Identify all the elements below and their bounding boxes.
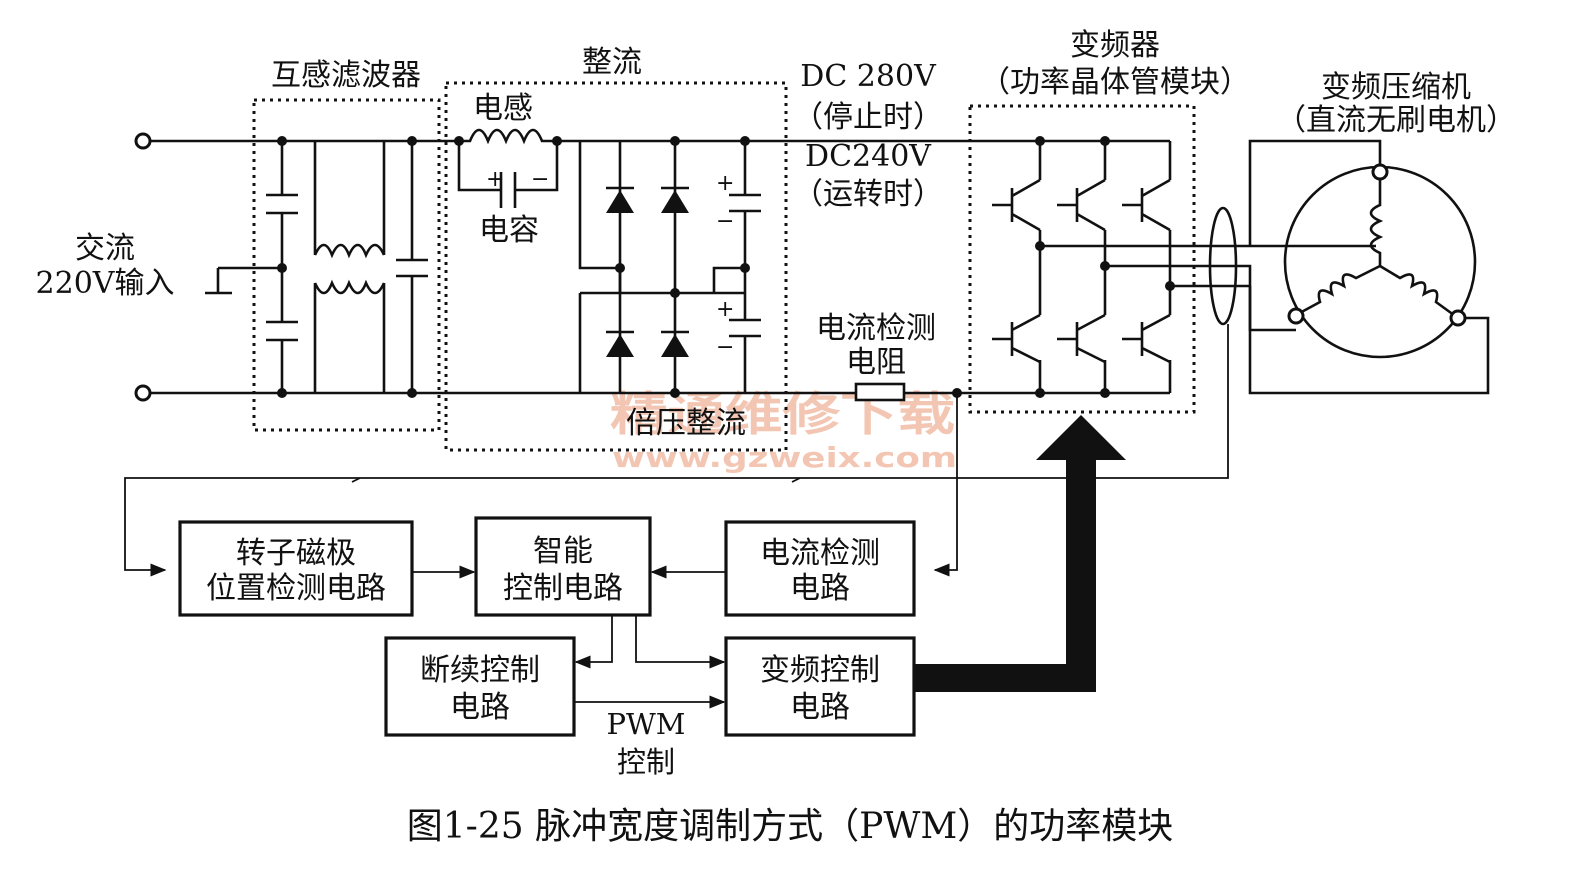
shunt-sense-wire — [933, 393, 958, 577]
dc-run-note: （运转时） — [793, 177, 943, 212]
rotor-position-block — [178, 520, 414, 617]
pwm-label-1: PWM — [606, 707, 685, 741]
inductor-label: 电感 — [473, 91, 533, 126]
svg-text:+: + — [486, 167, 504, 192]
position-sense-wire — [124, 324, 1229, 577]
inverter-outputs — [1040, 244, 1376, 332]
on-off-control-block — [384, 636, 576, 737]
current-shunt: 电流检测 电阻 — [816, 311, 962, 577]
figure-caption: 图1-25 脉冲宽度调制方式（PWM）的功率模块 — [407, 806, 1173, 847]
inverter-label-1: 变频器 — [1070, 28, 1160, 63]
ac-terminal-bottom — [134, 384, 152, 402]
rectifier-label: 整流 — [582, 45, 642, 80]
watermark-url: www.gzweix.com — [612, 441, 957, 474]
mutual-filter: 互感滤波器 — [252, 58, 441, 432]
inverter-dotted-box — [968, 104, 1196, 414]
voltage-doubler-label: 倍压整流 — [626, 406, 746, 441]
power-transistors — [992, 178, 1171, 364]
drive-signal-arrow — [914, 415, 1126, 692]
current-sensor-ring — [1208, 206, 1238, 326]
compressor-label-2: （直流无刷电机） — [1276, 103, 1516, 138]
filter-dotted-box — [252, 98, 441, 432]
rectifier-dotted-box — [444, 81, 788, 452]
inverter-label-2: （功率晶体管模块） — [980, 65, 1250, 100]
choke-winding-bottom — [313, 279, 386, 393]
ground-symbol — [205, 266, 282, 295]
rotor-block-line-2: 位置检测电路 — [206, 571, 386, 606]
svg-text:−: − — [716, 209, 734, 234]
choke-winding-top — [313, 141, 386, 259]
ac-input-label-1: 交流 — [75, 231, 135, 266]
winding-v — [1295, 264, 1381, 317]
dc-stop-note: （停止时） — [793, 100, 943, 135]
capacitor-label: 电容 — [479, 213, 539, 248]
filter-label: 互感滤波器 — [271, 58, 421, 93]
inverter-module: 变频器 （功率晶体管模块） — [968, 28, 1376, 414]
rotor-block-line-1: 转子磁极 — [236, 536, 356, 571]
smart-block-line-1: 智能 — [533, 534, 593, 569]
filter-capacitors-left — [266, 193, 298, 342]
compressor-motor: 变频压缩机 （直流无刷电机） — [1248, 70, 1516, 395]
winding-u — [1369, 172, 1384, 266]
freq-block-line-1: 变频控制 — [760, 653, 880, 688]
current-block-line-1: 电流检测 — [760, 536, 880, 571]
shunt-resistor — [854, 382, 906, 402]
pwm-label-2: 控制 — [617, 745, 675, 779]
inductor — [455, 128, 560, 145]
compressor-label-1: 变频压缩机 — [1321, 70, 1471, 105]
smart-control-block — [474, 516, 652, 617]
freq-control-block — [724, 636, 916, 737]
svg-text:+: + — [716, 171, 734, 196]
svg-text:−: − — [716, 335, 734, 360]
dc-240v: DC240V — [805, 139, 932, 174]
parallel-capacitor — [457, 141, 559, 208]
ac-terminal-top — [134, 132, 152, 150]
current-block-line-2: 电路 — [790, 571, 850, 606]
smart-block-line-2: 控制电路 — [503, 571, 623, 606]
shunt-label-2: 电阻 — [846, 345, 906, 380]
onoff-block-line-1: 断续控制 — [420, 653, 540, 688]
diode-bridge — [606, 186, 689, 357]
winding-w — [1379, 264, 1459, 320]
shunt-label-1: 电流检测 — [816, 311, 936, 346]
svg-text:+: + — [716, 297, 734, 322]
ac-input-label-2: 220V输入 — [36, 266, 175, 301]
freq-block-line-2: 电路 — [790, 690, 850, 725]
filter-capacitor-right — [396, 141, 428, 393]
dc-bus-labels: DC 280V （停止时） DC240V （运转时） — [793, 59, 943, 212]
dc-rails — [455, 139, 1040, 395]
rectifier: 整流 电感 + − 电容 + − + − — [444, 45, 1040, 452]
control-arrows: PWM 控制 — [412, 565, 726, 779]
onoff-block-line-2: 电路 — [450, 690, 510, 725]
current-detect-block — [724, 520, 916, 617]
ac-input: 交流 220V输入 — [36, 132, 455, 402]
control-blocks: 转子磁极 位置检测电路 智能 控制电路 电流检测 电路 断续控制 电路 变频控制… — [178, 516, 916, 737]
svg-text:−: − — [531, 167, 549, 192]
dc-280v: DC 280V — [800, 59, 937, 94]
